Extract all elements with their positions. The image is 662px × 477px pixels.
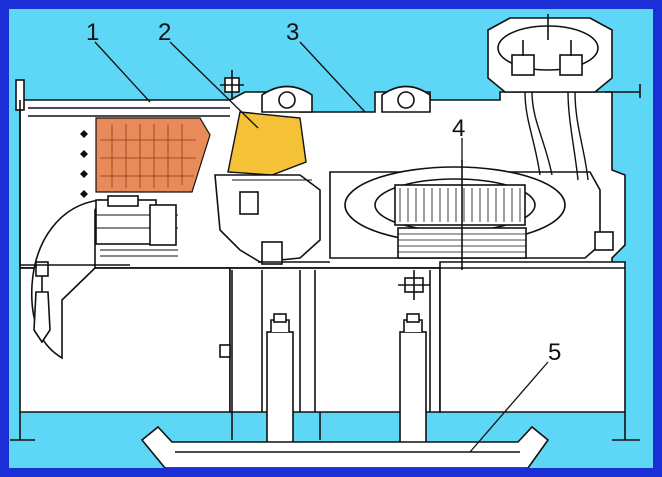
terminal-box (487, 14, 641, 98)
left-rivets (80, 130, 88, 198)
left-mechanism (95, 195, 178, 257)
left-hanger (20, 261, 130, 344)
lifting-lug-right (381, 85, 431, 113)
leader-lines (94, 41, 549, 453)
top-bolt (220, 70, 244, 100)
drawing-panel: 1 2 3 4 5 (9, 9, 653, 468)
label-3: 3 (286, 19, 299, 46)
lifting-lug-left (261, 85, 313, 113)
component-5-base (140, 425, 550, 468)
label-1: 1 (86, 19, 99, 46)
label-5: 5 (548, 339, 561, 366)
center-bolt (398, 270, 430, 300)
terminal-leads (524, 91, 589, 181)
label-2: 2 (158, 19, 171, 46)
rotor (329, 166, 601, 259)
component-1-orange (95, 117, 211, 193)
shaft-assembly (214, 174, 330, 265)
right-flange (594, 231, 640, 441)
right-lower-block (439, 261, 626, 413)
component-2-yellow (227, 111, 307, 176)
support-post-left (266, 313, 294, 455)
support-post-right (399, 313, 427, 455)
left-flange (10, 79, 230, 441)
center-plate (219, 344, 231, 358)
cross-section-drawing: 1 2 3 4 5 (10, 14, 641, 468)
label-4: 4 (452, 115, 465, 142)
component-1-hatching (100, 124, 196, 188)
